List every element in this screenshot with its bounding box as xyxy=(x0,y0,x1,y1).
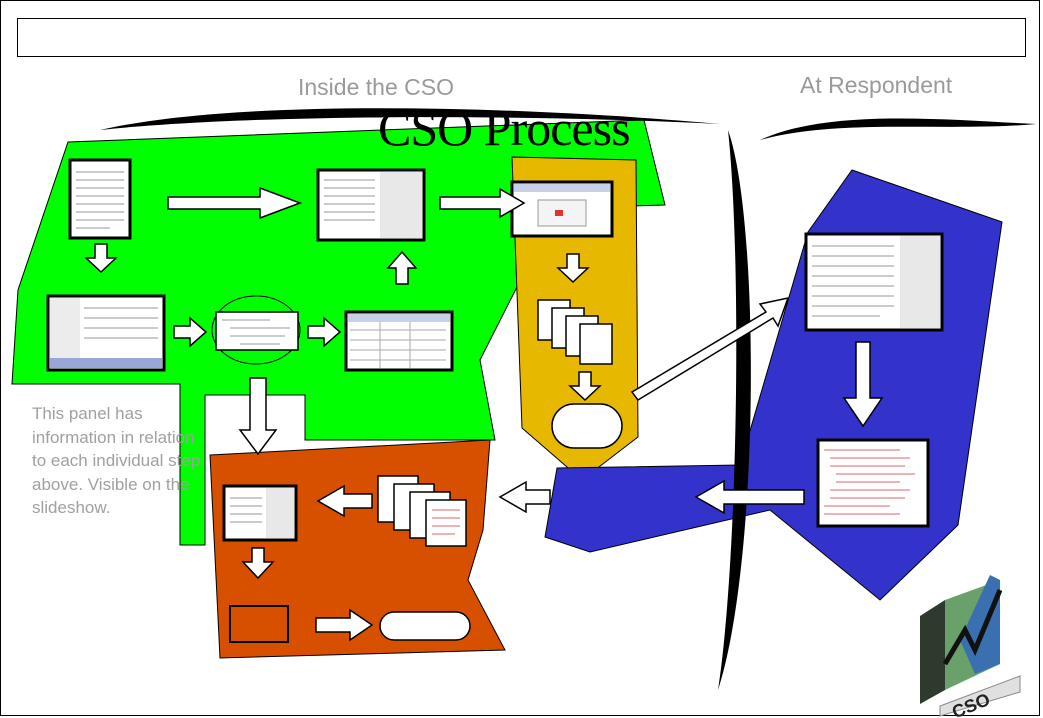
arrow-left-xml xyxy=(694,479,805,515)
end-terminator xyxy=(379,611,471,641)
arrow-down-dialog xyxy=(556,253,590,284)
doc-screenshot-dialog xyxy=(510,180,614,238)
arrow-right-top-2 xyxy=(439,187,526,219)
doc-screenshot-xml xyxy=(816,438,930,528)
returned-forms-stack xyxy=(377,475,467,547)
doc-screenshot-spreadsheet xyxy=(344,310,454,372)
process-box xyxy=(229,605,289,643)
swash-inside xyxy=(100,108,720,130)
arrow-diagonal-to-respondent xyxy=(630,296,790,401)
dispatch-terminator xyxy=(551,403,623,449)
arrow-down-forms xyxy=(568,371,602,402)
arrow-down-review xyxy=(241,547,275,580)
arrow-down-respondent xyxy=(842,341,884,428)
at-respondent-label: At Respondent xyxy=(800,72,953,98)
doc-screenshot-database xyxy=(46,294,166,372)
arrow-right-top-1 xyxy=(167,186,303,220)
swash-divider xyxy=(718,130,751,690)
doc-form-template xyxy=(68,158,132,240)
highlight-ellipse xyxy=(211,295,301,365)
cso-logo: CSO xyxy=(920,575,1021,718)
arrow-right-tree xyxy=(307,316,342,348)
arrow-down-form xyxy=(84,243,118,274)
arrow-up-editor xyxy=(386,250,418,285)
printed-forms-stack xyxy=(537,299,613,365)
side-note: This panel has information in relation t… xyxy=(32,404,201,518)
inside-cso-label: Inside the CSO xyxy=(298,74,454,100)
arrow-right-db xyxy=(173,316,208,348)
arrow-left-stack xyxy=(316,484,373,518)
cso-logo-text: CSO xyxy=(949,689,993,718)
doc-screenshot-editor xyxy=(316,168,426,242)
arrow-left-return xyxy=(498,480,551,514)
swash-respondent xyxy=(760,118,1036,140)
doc-screenshot-tree xyxy=(215,311,299,351)
doc-screenshot-review xyxy=(222,484,298,542)
title-placeholder-box xyxy=(17,18,1026,57)
doc-screenshot-respondent-form xyxy=(804,232,944,332)
arrow-down-long xyxy=(238,377,278,456)
arrow-right-end xyxy=(315,608,374,642)
diagram-title: CSO Process xyxy=(378,100,631,156)
